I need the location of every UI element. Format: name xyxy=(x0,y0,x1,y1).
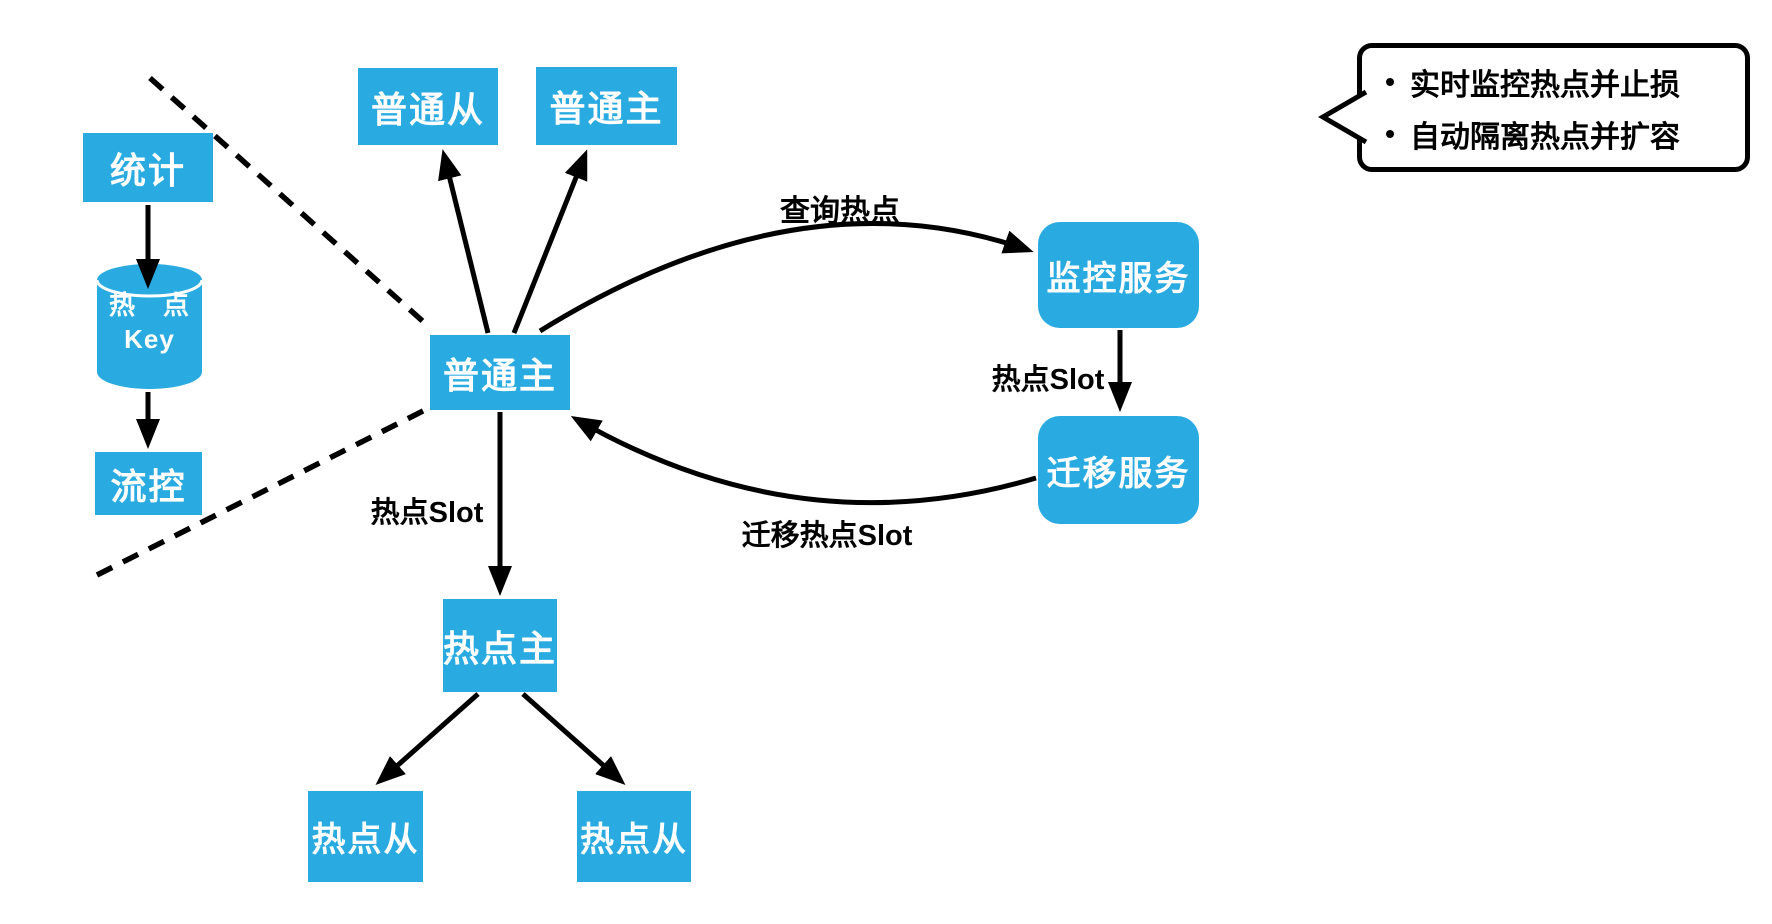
node-normal-master-top: 普通主 xyxy=(536,67,677,145)
callout-item-text: 自动隔离热点并扩容 xyxy=(1410,120,1680,154)
node-hotspot-key-line2: Key xyxy=(124,324,175,354)
node-monitor-service: 监控服务 xyxy=(1038,222,1199,328)
callout-item: • 实时监控热点并止损 xyxy=(1370,56,1735,108)
node-hotspot-key-line1: 热 点 xyxy=(108,290,190,320)
callout-item-text: 实时监控热点并止损 xyxy=(1410,68,1680,102)
node-normal-master-center: 普通主 xyxy=(430,335,570,410)
bullet-icon: • xyxy=(1385,117,1395,149)
node-stats: 统计 xyxy=(83,133,213,202)
edge-label-hotspot-slot-to-hotspot-master: 热点Slot xyxy=(370,497,484,529)
node-hotspot-slave-left: 热点从 xyxy=(308,791,423,882)
edge-label-hotspot-slot-to-migration: 热点Slot xyxy=(991,364,1105,396)
edge-label-query-hotspot: 查询热点 xyxy=(780,195,900,228)
callout-bubble: • 实时监控热点并止损 • 自动隔离热点并扩容 xyxy=(1357,43,1750,172)
node-flow-control: 流控 xyxy=(95,452,202,515)
bullet-icon: • xyxy=(1385,65,1395,97)
edge-label-migrate-hotspot-slot: 迁移热点Slot xyxy=(741,520,913,552)
callout-item: • 自动隔离热点并扩容 xyxy=(1370,108,1735,160)
node-hotspot-master: 热点主 xyxy=(443,599,557,692)
node-hotspot-slave-right: 热点从 xyxy=(577,791,691,882)
node-migration-service: 迁移服务 xyxy=(1038,416,1199,524)
node-hotspot-key-label: 热 点 Key xyxy=(97,288,202,356)
node-normal-slave-top: 普通从 xyxy=(358,68,498,145)
